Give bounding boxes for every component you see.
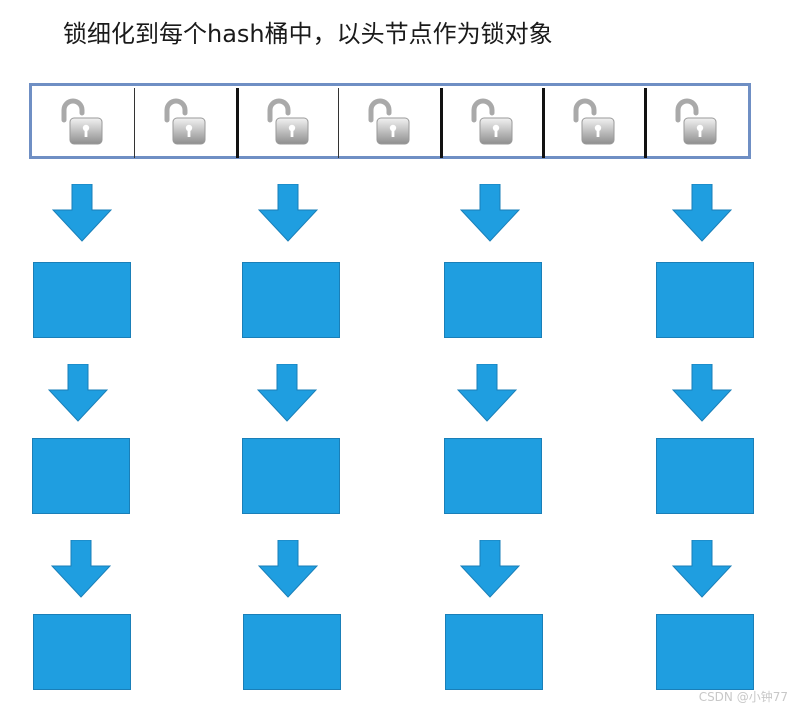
bucket-cell-2 (134, 88, 236, 158)
unlocked-padlock-icon (368, 98, 409, 145)
diagram-title: 锁细化到每个hash桶中，以头节点作为锁对象 (63, 20, 553, 48)
chain-node (444, 262, 542, 338)
bucket-cell-7 (644, 88, 746, 158)
down-arrow-icon (51, 540, 111, 598)
unlocked-padlock-icon (471, 98, 512, 145)
down-arrow-icon (257, 364, 317, 422)
watermark: CSDN @小钟77 (698, 690, 788, 704)
hash-bucket-array (29, 83, 751, 159)
chain-node (445, 614, 543, 690)
chain-node (242, 438, 340, 514)
chain-node (656, 438, 754, 514)
unlocked-padlock-icon (267, 98, 308, 145)
down-arrow-icon (672, 540, 732, 598)
down-arrow-icon (48, 364, 108, 422)
down-arrow-icon (460, 540, 520, 598)
chain-node (656, 262, 754, 338)
chain-node (33, 262, 131, 338)
chain-node (243, 614, 341, 690)
down-arrow-icon (258, 184, 318, 242)
bucket-cell-6 (542, 88, 644, 158)
bucket-cell-5 (440, 88, 542, 158)
chain-node (33, 614, 131, 690)
unlocked-padlock-icon (164, 98, 205, 145)
unlocked-padlock-icon (573, 98, 614, 145)
chain-node (32, 438, 130, 514)
bucket-cell-1 (32, 88, 134, 158)
down-arrow-icon (672, 184, 732, 242)
down-arrow-icon (52, 184, 112, 242)
down-arrow-icon (258, 540, 318, 598)
bucket-cell-3 (236, 88, 338, 158)
down-arrow-icon (460, 184, 520, 242)
down-arrow-icon (457, 364, 517, 422)
bucket-cell-4 (338, 88, 440, 158)
chain-node (656, 614, 754, 690)
unlocked-padlock-icon (61, 98, 103, 145)
unlocked-padlock-icon (675, 98, 716, 145)
down-arrow-icon (672, 364, 732, 422)
chain-node (444, 438, 542, 514)
chain-node (242, 262, 340, 338)
